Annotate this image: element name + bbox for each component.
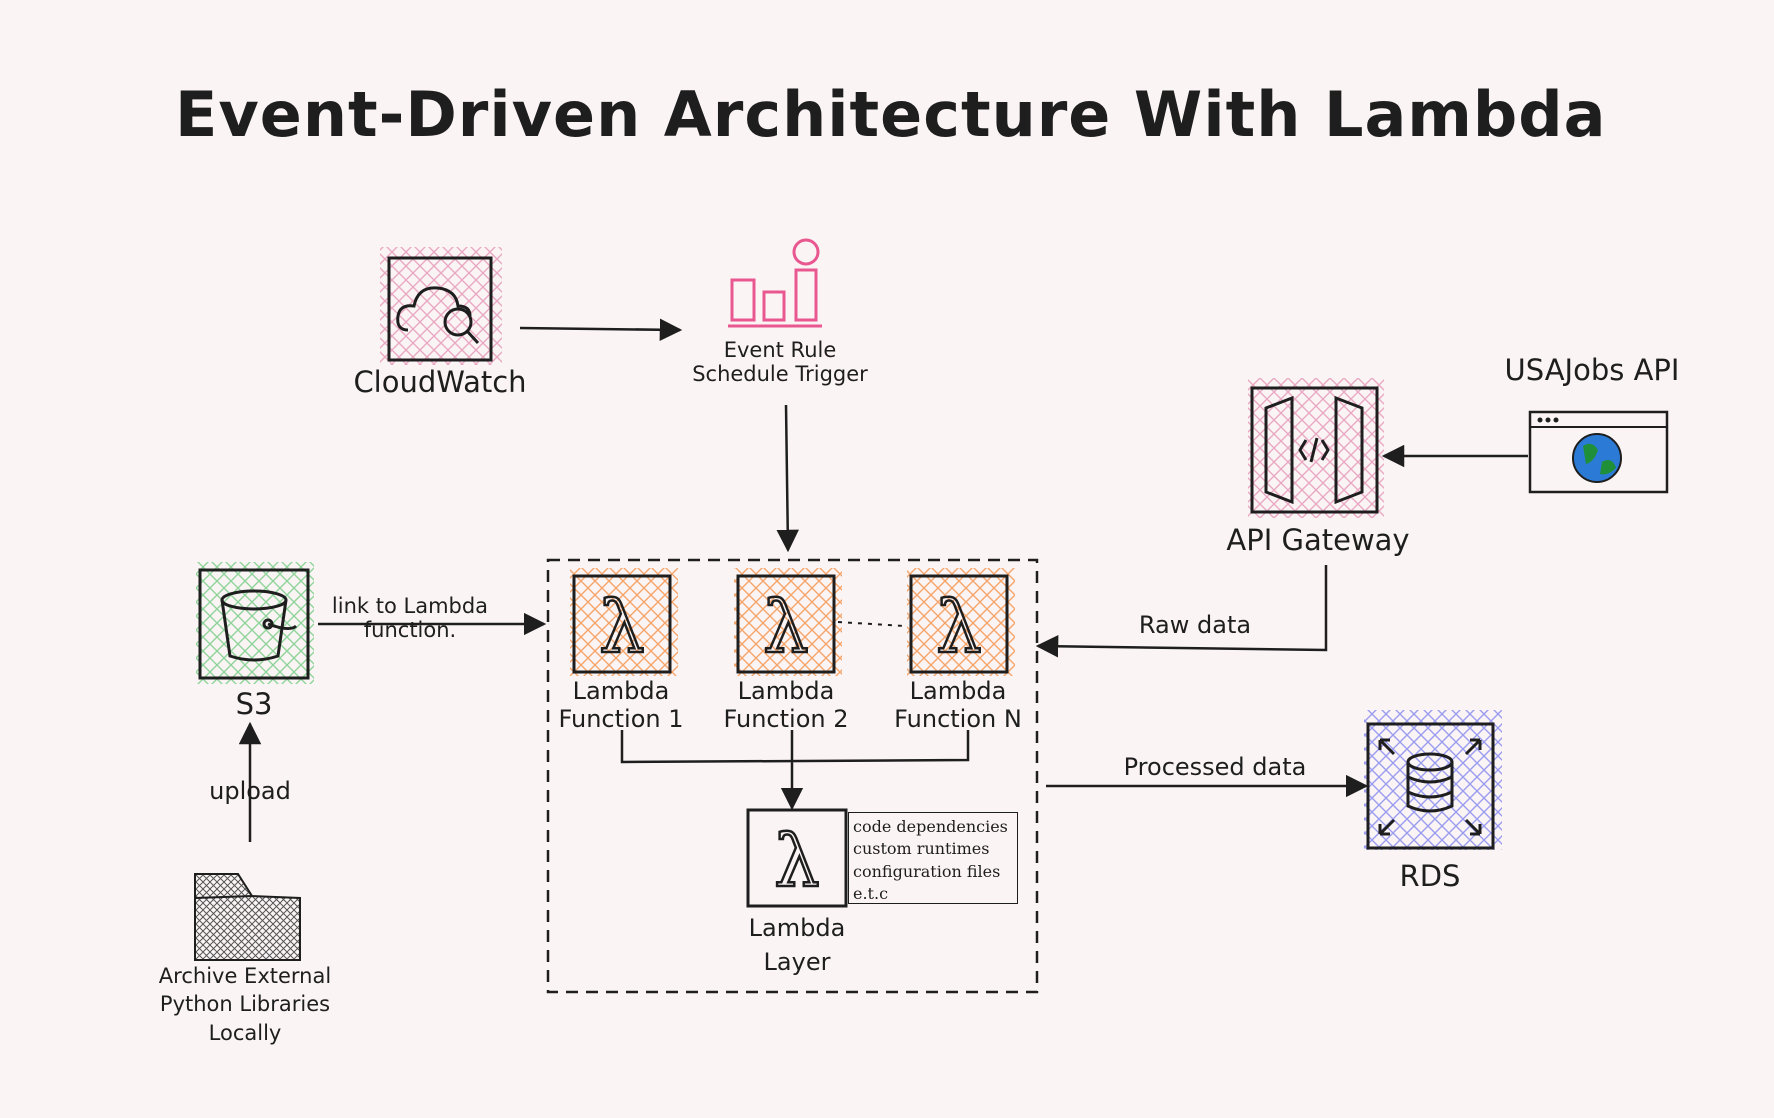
lambda-icon: λ [936, 585, 982, 669]
lambda-function-2-node: λ [734, 568, 842, 676]
api-gateway-label: API Gateway [1226, 523, 1410, 557]
event-rule-icon [728, 238, 822, 328]
archive-line-3: Locally [208, 1020, 282, 1045]
usajobs-browser-icon [1528, 410, 1669, 494]
usajobs-label: USAJobs API [1504, 353, 1680, 387]
s3-label: S3 [235, 687, 273, 721]
archive-line-1: Archive External [158, 964, 332, 988]
layer-note-line-4: e.t.c [853, 884, 889, 904]
lambda-2-line-2: Function 2 [723, 704, 849, 733]
lambda-layer-line-1: Lambda [748, 914, 846, 942]
lambda-2-line-1: Lambda [737, 677, 835, 705]
database-icon [1378, 738, 1482, 836]
api-gateway-icon [1264, 395, 1364, 505]
api-gateway-node [1248, 378, 1384, 518]
lambda-function-1-node: λ [570, 568, 678, 676]
gateway-to-lambda-arrow [1035, 565, 1328, 658]
rds-node [1364, 710, 1502, 850]
lambda-1-line-1: Lambda [572, 677, 670, 705]
upload-label: upload [209, 777, 291, 805]
bucket-icon [220, 589, 298, 662]
event-rule-line-1: Event Rule [723, 338, 837, 362]
processed-data-label: Processed data [1123, 753, 1307, 781]
s3-node [196, 562, 314, 684]
lambda-n-label: Lambda Function N [883, 677, 1033, 733]
lambda-layer-node: λ [746, 808, 848, 908]
layer-note-line-1: code dependencies [853, 817, 1008, 836]
lambda-layer-line-2: Layer [763, 947, 831, 976]
s3-to-lambda-line-2: function. [363, 618, 457, 643]
archive-line-2: Python Libraries [159, 992, 331, 1017]
lambda-icon: λ [599, 585, 645, 669]
lambda-1-label: Lambda Function 1 [546, 677, 696, 733]
lambda-group-boundary [546, 558, 1039, 994]
event-rule-line-2: Schedule Trigger [692, 362, 868, 387]
layer-note-line-3: configuration files [853, 861, 1001, 881]
lambda-n-line-1: Lambda [909, 677, 1007, 705]
s3-to-lambda-label: link to Lambda function. [320, 594, 500, 642]
archive-folder-icon [194, 873, 301, 961]
lambdas-to-layer-arrow [620, 730, 970, 808]
lambda-2-label: Lambda Function 2 [711, 677, 861, 733]
lambda-n-line-2: Function N [894, 704, 1022, 733]
diagram-title: Event-Driven Architecture With Lambda [175, 78, 1607, 151]
cloudwatch-to-event-arrow [519, 318, 683, 341]
event-rule-label: Event Rule Schedule Trigger [680, 338, 880, 386]
lambda-icon: λ [763, 585, 809, 669]
layer-note-line-2: custom runtimes [853, 839, 990, 859]
connectors [238, 318, 1528, 842]
lambda-function-n-node: λ [907, 568, 1015, 676]
cloudwatch-node [380, 247, 502, 365]
s3-to-lambda-line-1: link to Lambda [331, 594, 489, 618]
archive-label: Archive External Python Libraries Locall… [140, 962, 350, 1047]
event-to-lambda-arrow [776, 404, 799, 553]
rds-label: RDS [1399, 859, 1461, 893]
lambda-icon: λ [774, 819, 820, 903]
layer-note: code dependencies custom runtimes config… [848, 812, 1018, 904]
raw-data-label: Raw data [1138, 611, 1252, 639]
lambda-1-line-2: Function 1 [558, 704, 684, 733]
globe-icon [1572, 433, 1622, 483]
cloudwatch-label: CloudWatch [353, 365, 527, 399]
cloud-search-icon [396, 286, 480, 345]
lambda-layer-label: Lambda Layer [722, 912, 872, 979]
